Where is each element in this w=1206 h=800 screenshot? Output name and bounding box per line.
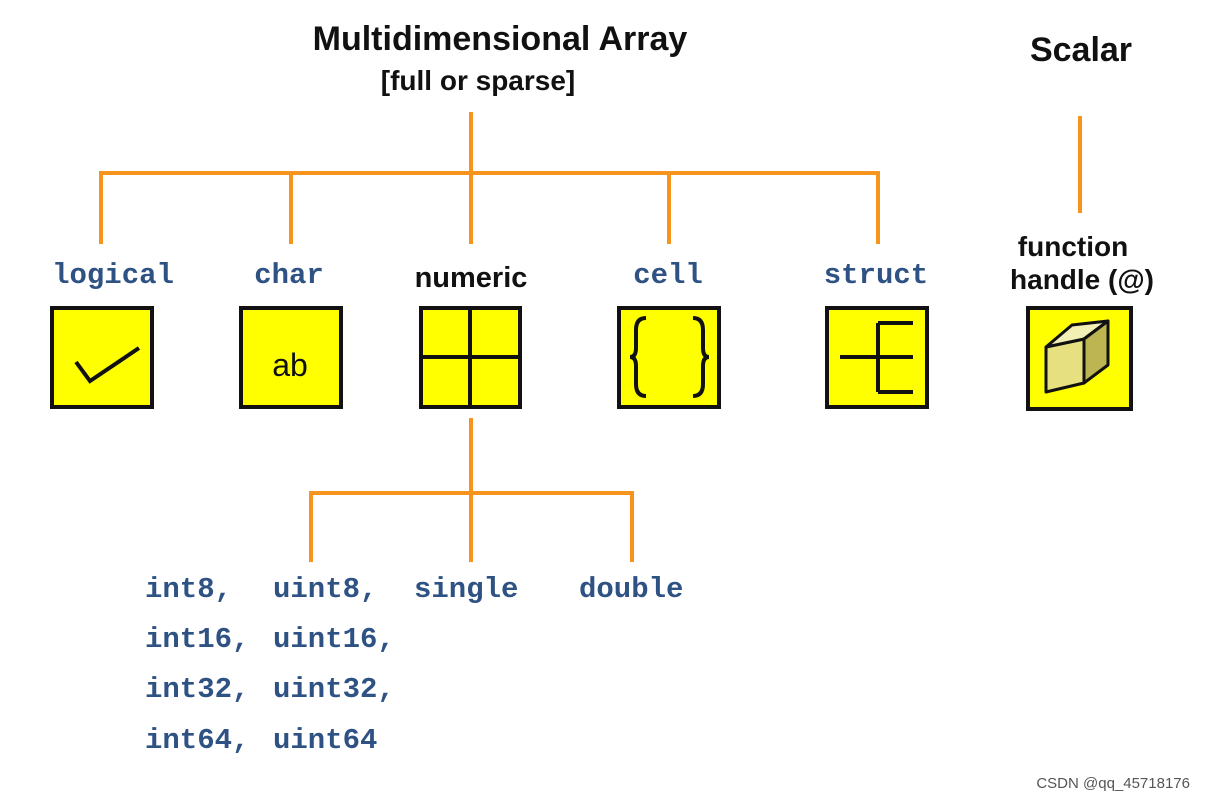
- braces-icon: [617, 306, 721, 409]
- numeric-type-uint8: uint8,: [273, 573, 377, 606]
- numeric-type-uint32: uint32,: [273, 673, 395, 706]
- grid-icon: [419, 306, 522, 409]
- struct-tree-icon: [825, 306, 929, 409]
- ab-text-icon: ab: [239, 306, 343, 409]
- scalar-title: Scalar: [1030, 31, 1132, 69]
- type-label-char: char: [254, 259, 324, 292]
- numeric-type-int64: int64,: [145, 724, 249, 757]
- checkmark-icon: [50, 306, 154, 409]
- numeric-type-single: single: [414, 573, 518, 606]
- numeric-type-int32: int32,: [145, 673, 249, 706]
- type-label-numeric: numeric: [415, 262, 528, 294]
- type-label-function-handle-line1: function: [1018, 231, 1128, 262]
- numeric-type-uint16: uint16,: [273, 623, 395, 656]
- numeric-type-uint64: uint64: [273, 724, 377, 757]
- ab-icon-text: ab: [272, 347, 308, 383]
- numeric-type-int16: int16,: [145, 623, 249, 656]
- root-connector-tree: [99, 112, 880, 244]
- numeric-type-int8: int8,: [145, 573, 232, 606]
- type-label-struct: struct: [824, 259, 928, 292]
- numeric-types-list: int8, uint8, single double int16, uint16…: [145, 573, 683, 757]
- type-label-function-handle-line2: handle (@): [1010, 264, 1154, 295]
- root-title: Multidimensional Array: [313, 20, 688, 58]
- numeric-type-double: double: [579, 573, 683, 606]
- root-subtitle: [full or sparse]: [381, 65, 575, 96]
- watermark-text: CSDN @qq_45718176: [1036, 775, 1190, 792]
- type-label-cell: cell: [633, 259, 703, 292]
- numeric-connector-tree: [309, 418, 634, 562]
- type-label-logical: logical: [52, 259, 174, 292]
- cube-icon: [1026, 306, 1133, 411]
